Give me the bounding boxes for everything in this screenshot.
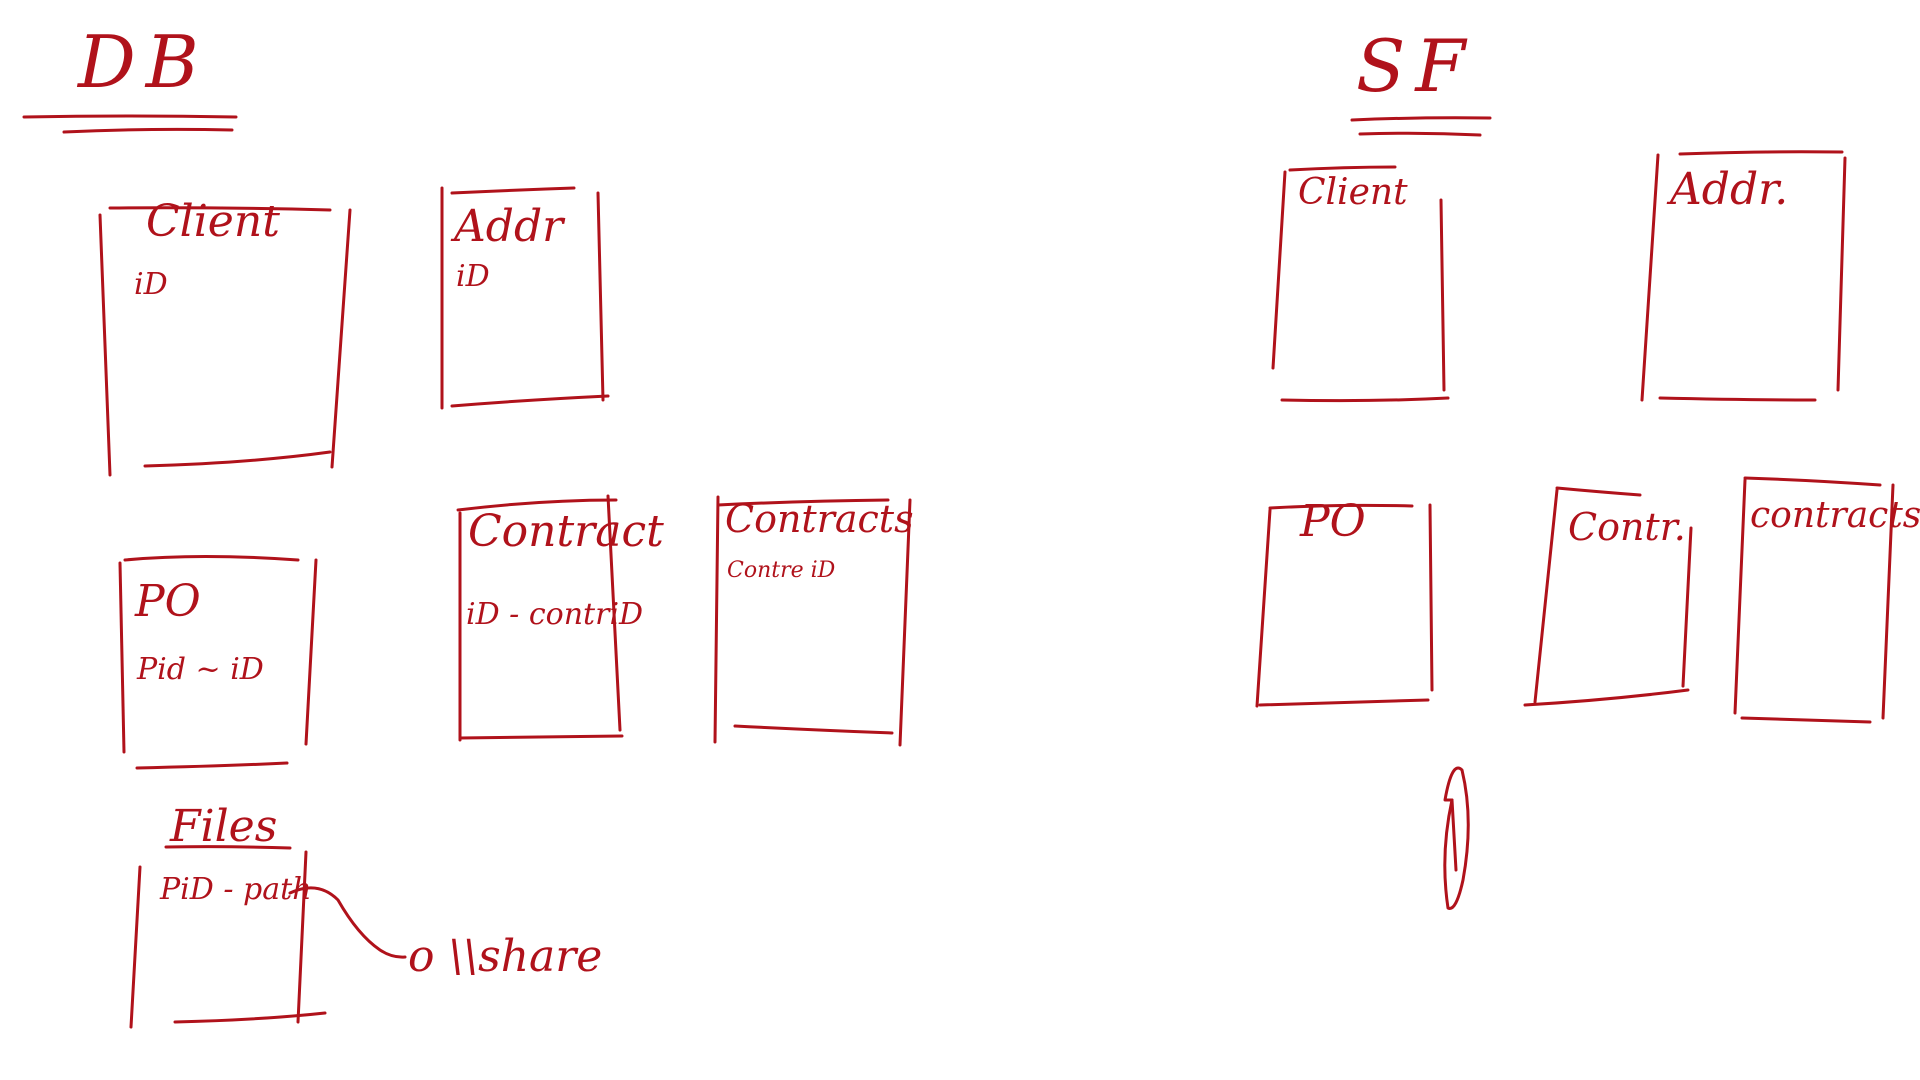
sf-po-box	[1255, 503, 1434, 708]
sf-addr-box	[1640, 150, 1847, 402]
sf-po-title: PO	[1300, 496, 1366, 547]
sf-heading-underline-2	[1358, 131, 1482, 137]
sf-contr-box	[1523, 486, 1693, 707]
sf-client-title: Client	[1298, 172, 1408, 213]
db-client-box	[98, 206, 352, 477]
db-contract-box	[456, 494, 624, 742]
db-files-title: Files	[170, 801, 278, 852]
sf-contracts-box	[1733, 476, 1895, 724]
sf-client-box	[1271, 165, 1450, 403]
db-heading-underline	[22, 114, 238, 119]
db-heading-underline-2	[62, 127, 234, 134]
db-client-field: iD	[134, 267, 168, 302]
db-po-title: PO	[135, 576, 201, 627]
db-contracts-box	[713, 495, 912, 747]
db-po-box	[118, 555, 318, 770]
db-files-box	[129, 845, 327, 1029]
files-share-arrow	[288, 886, 407, 959]
db-contracts-field: Contre iD	[727, 558, 836, 583]
db-addr-title: Addr	[454, 201, 564, 252]
db-addr-box	[440, 186, 610, 410]
db-contract-title: Contract	[468, 506, 664, 557]
sf-heading-underline	[1350, 116, 1492, 122]
db-contract-field: iD - contriD	[466, 597, 644, 632]
sf-contr-title: Contr.	[1568, 505, 1686, 549]
sf-addr-title: Addr.	[1670, 164, 1789, 215]
db-addr-field: iD	[456, 259, 490, 294]
db-client-title: Client	[146, 196, 280, 247]
sf-contracts-title: contracts	[1750, 495, 1920, 536]
db-heading: DB	[78, 20, 209, 104]
files-share-note: o \\share	[408, 931, 603, 982]
db-po-field: Pid ~ iD	[137, 652, 264, 687]
pen-icon	[1443, 766, 1470, 910]
db-files-field: PiD - path	[160, 872, 312, 907]
sf-heading: SF	[1356, 24, 1476, 108]
db-contracts-title: Contracts	[725, 497, 914, 541]
